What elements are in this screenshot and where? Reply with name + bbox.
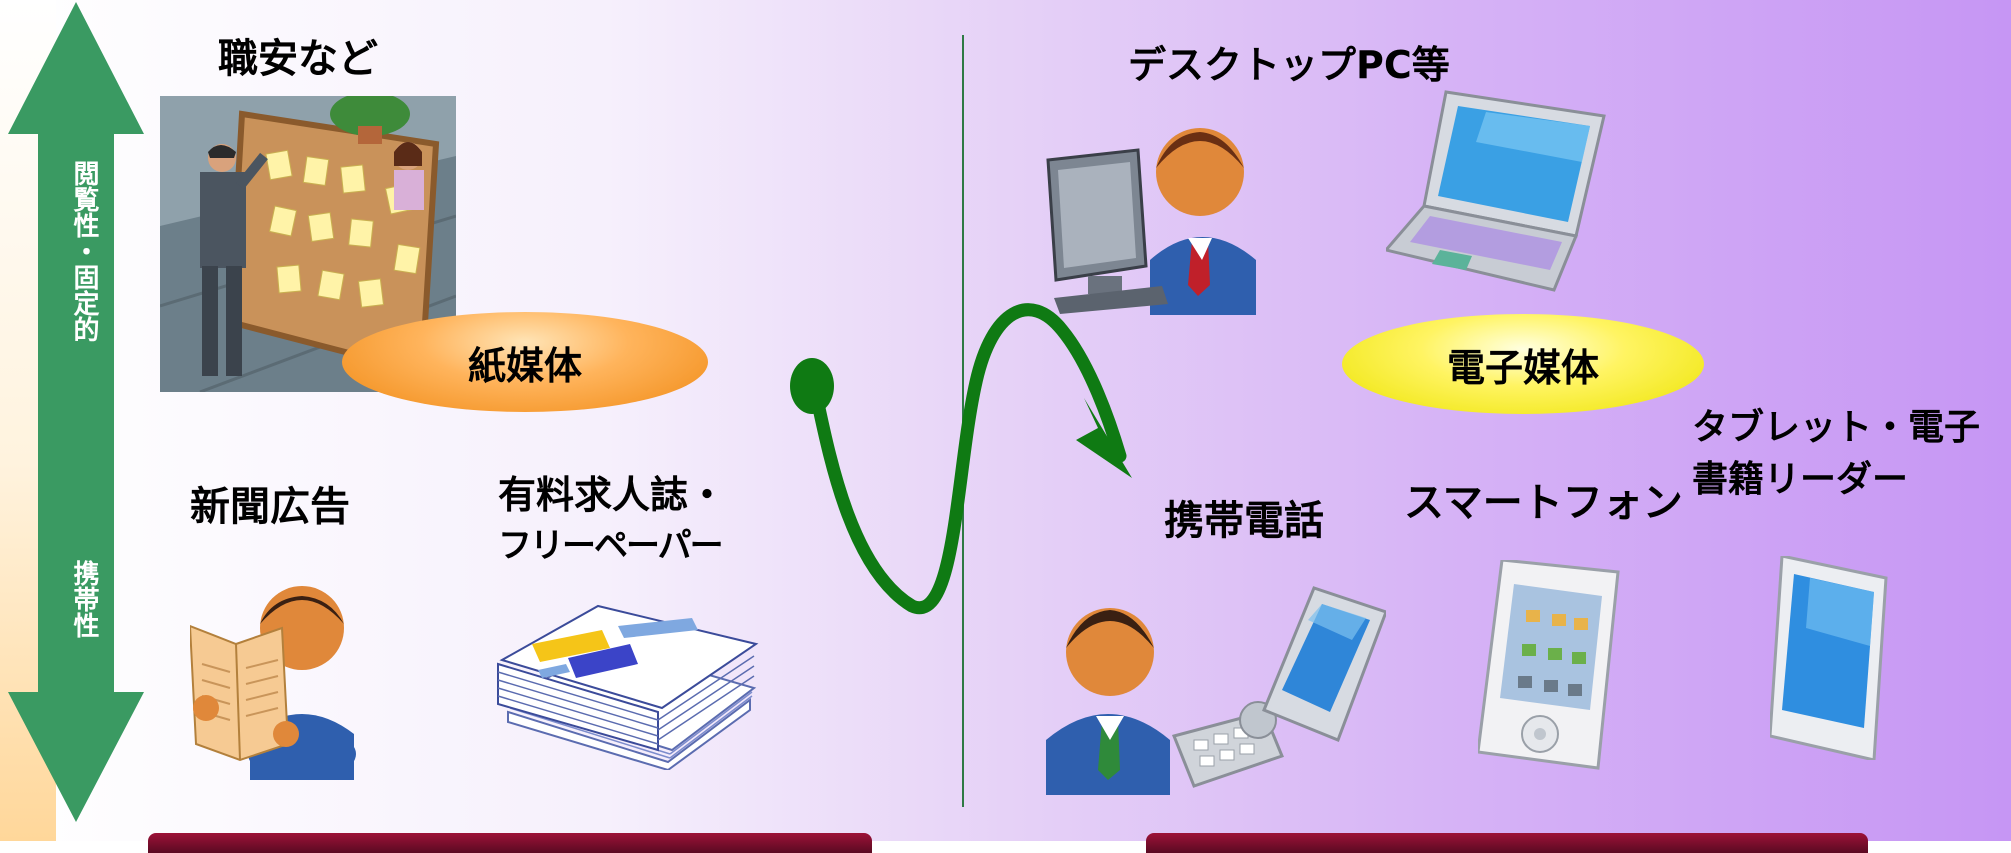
paper-media-label: 紙媒体 (467, 343, 582, 388)
double-arrow-icon (8, 2, 144, 822)
magazine-label-line1: 有料求人誌・ (498, 473, 727, 517)
bulletin-label: 職安など (218, 36, 378, 82)
axis-bottom-label: 携帯性 (69, 560, 99, 638)
mobile-phone-user-illustration (1046, 586, 1386, 795)
axis-top-label: 閲覧性・固定的 (69, 160, 99, 342)
tablet-label-line1: タブレット・電子 (1692, 407, 1981, 448)
smartphone-illustration (1478, 560, 1620, 770)
tablet-illustration (1770, 556, 1888, 760)
tablet-label-line2: 書籍リーダー (1692, 459, 1909, 500)
digital-media-label: 電子媒体 (1446, 345, 1599, 390)
desktop-label: デスクトップPC等 (1128, 43, 1450, 87)
job-bulletin-board-illustration (160, 96, 456, 392)
newspaper-label: 新聞広告 (190, 484, 350, 530)
laptop-illustration (1386, 90, 1606, 292)
magazine-label-line2: フリーペーパー (498, 526, 724, 566)
paper-media-ellipse: 紙媒体 (342, 312, 708, 412)
digital-media-ellipse: 電子媒体 (1342, 314, 1704, 414)
digital-bottom-bar (1146, 833, 1868, 853)
desktop-pc-user-illustration (1046, 128, 1256, 315)
mobile-phone-label: 携帯電話 (1164, 498, 1324, 544)
newspaper-reader-illustration (190, 586, 356, 780)
paper-bottom-bar (148, 833, 872, 853)
smartphone-label: スマートフォン (1404, 480, 1683, 526)
transition-curve-arrow (790, 303, 1132, 615)
paper-stack-illustration (497, 604, 759, 770)
